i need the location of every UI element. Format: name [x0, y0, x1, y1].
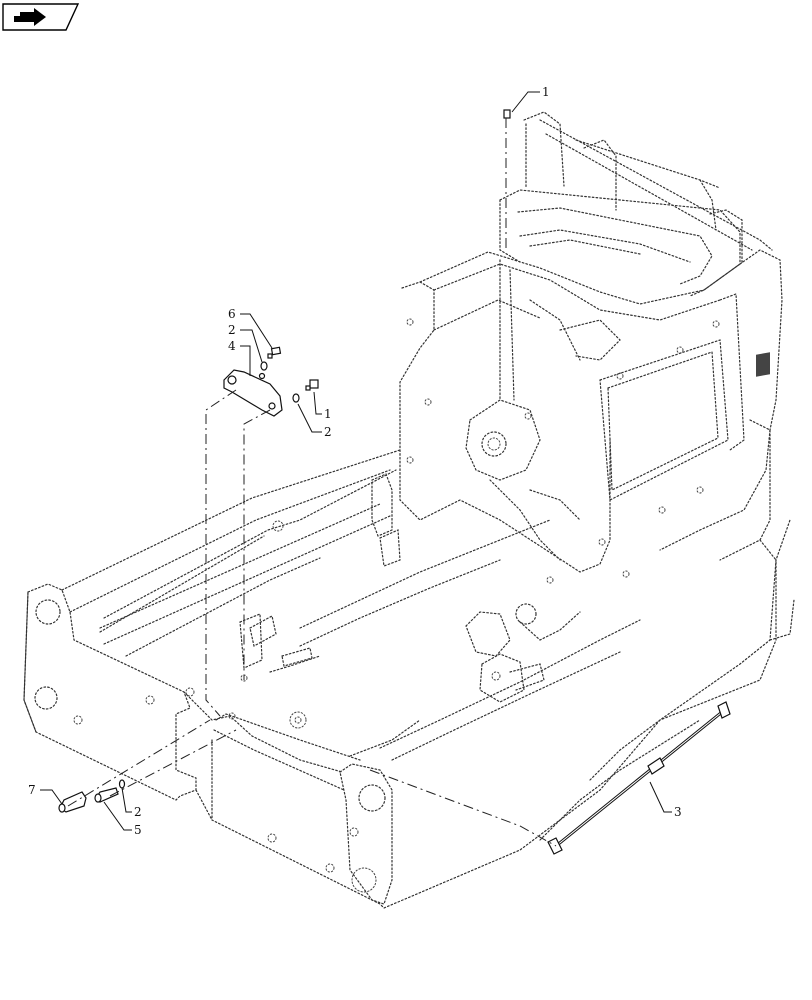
- washer-part-2-upper: [260, 361, 268, 371]
- callout-1-top: 1: [542, 85, 550, 99]
- callout-2-upper: 2: [228, 323, 236, 337]
- loader-frame: [23, 111, 795, 909]
- callout-2-mid: 2: [324, 425, 332, 439]
- assembly-guide-lines: [67, 118, 557, 847]
- bolt-part-1-mid: [305, 379, 319, 391]
- callout-3: 3: [674, 805, 682, 819]
- bolt-part-1-top: [503, 109, 511, 119]
- gas-strut-part-3: [547, 701, 731, 855]
- pin-part-5: [94, 787, 119, 803]
- callout-5: 5: [134, 823, 142, 837]
- washer-part-2-lower: [118, 779, 126, 789]
- nav-badge[interactable]: [2, 3, 80, 31]
- callout-labels: 1 6 2 4 1 2 7 2 5 3: [28, 85, 682, 837]
- bracket-assembly: [223, 346, 319, 417]
- lower-pins: [58, 779, 126, 813]
- pin-part-7: [58, 791, 87, 813]
- callout-6: 6: [228, 307, 236, 321]
- bracket-part-4: [223, 369, 283, 417]
- callout-4: 4: [228, 339, 236, 353]
- callout-2-lower: 2: [134, 805, 142, 819]
- callout-7: 7: [28, 783, 36, 797]
- callout-1-mid: 1: [324, 407, 332, 421]
- washer-part-2-mid: [292, 393, 300, 403]
- bolt-part-6: [267, 346, 282, 359]
- forward-arrow-icon: [14, 8, 46, 26]
